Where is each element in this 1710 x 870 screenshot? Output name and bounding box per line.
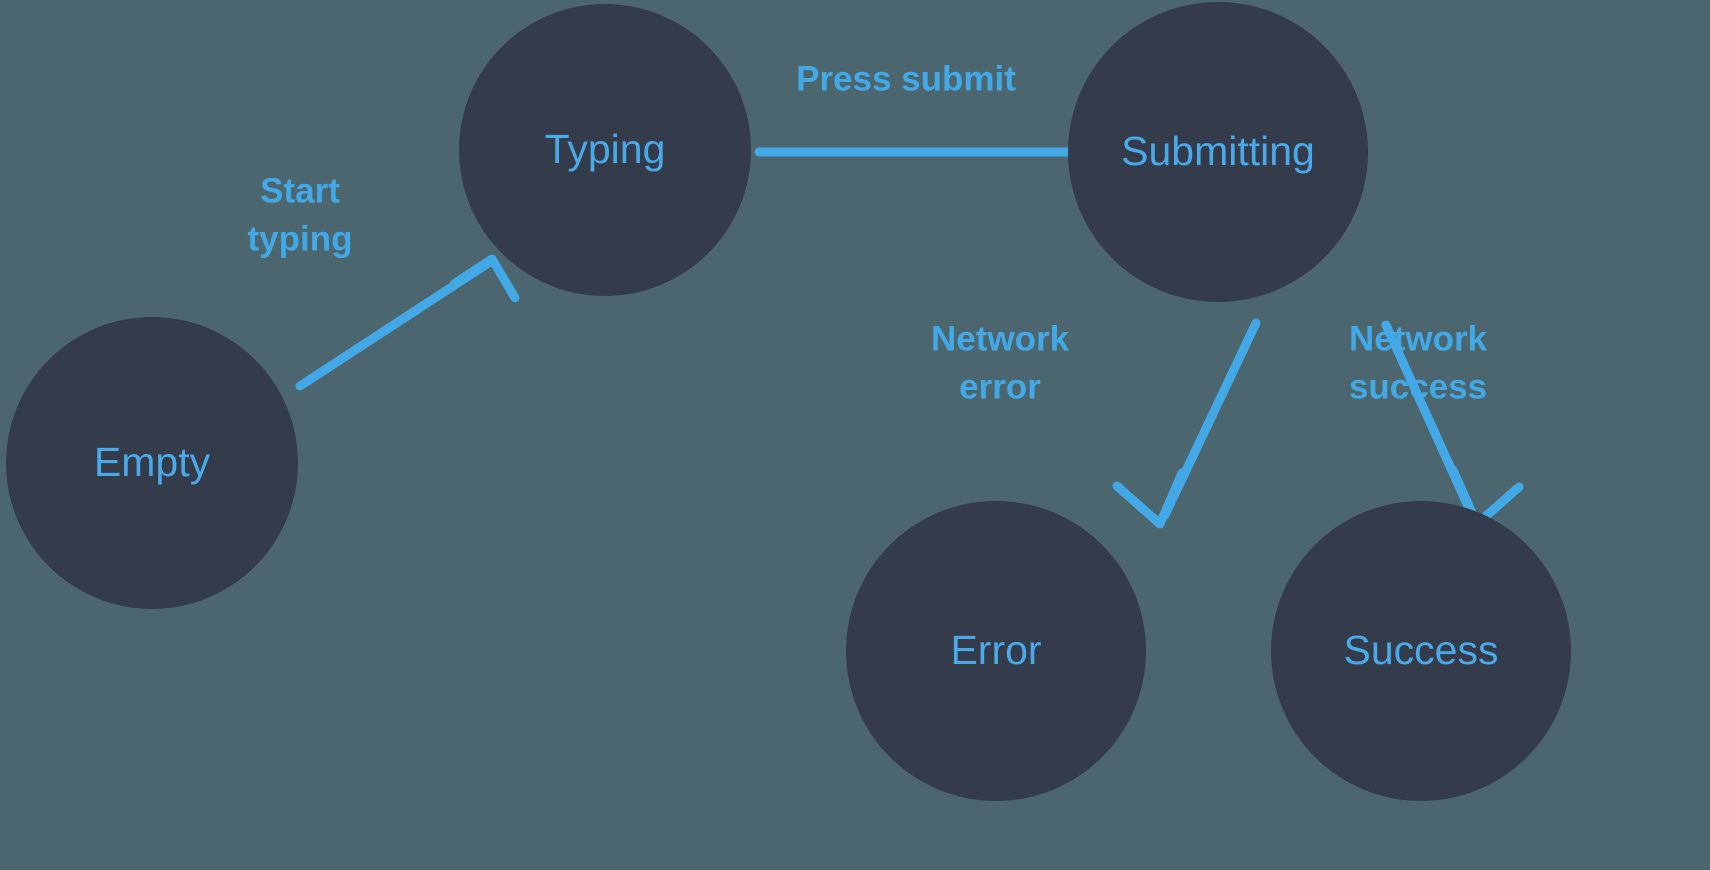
edge-empty-to-typing[interactable] [295,254,520,391]
edge-label-network-success-line2: success [1349,367,1487,406]
edge-label-start-typing-line2: typing [248,219,353,258]
state-node-submitting-label: Submitting [1121,128,1315,174]
edge-label-press-submit: Press submit [796,59,1016,98]
edge-submitting-to-error[interactable] [1112,318,1261,529]
edge-label-start-typing-line1: Start [260,171,340,210]
state-node-error-label: Error [950,627,1041,673]
state-node-submitting-circle [1068,2,1368,302]
state-node-success-label: Success [1344,627,1499,673]
edge-submitting-to-error-arrowhead [1112,468,1187,529]
edge-label-network-error-line1: Network [931,319,1070,358]
state-node-submitting[interactable]: Submitting [1068,2,1368,302]
state-node-empty-circle [6,317,298,609]
state-node-success-circle [1271,501,1571,801]
edge-empty-to-typing-arrowhead [449,254,520,303]
edge-label-network-success-line1: Network [1349,319,1488,358]
state-node-empty-label: Empty [94,439,211,485]
state-node-typing[interactable]: Typing [459,4,751,296]
state-node-typing-label: Typing [545,126,666,172]
state-node-success[interactable]: Success [1271,501,1571,801]
state-node-error-circle [846,501,1146,801]
state-node-empty[interactable]: Empty [6,317,298,609]
state-node-typing-circle [459,4,751,296]
state-node-error[interactable]: Error [846,501,1146,801]
edge-label-network-error-line2: error [959,367,1041,406]
